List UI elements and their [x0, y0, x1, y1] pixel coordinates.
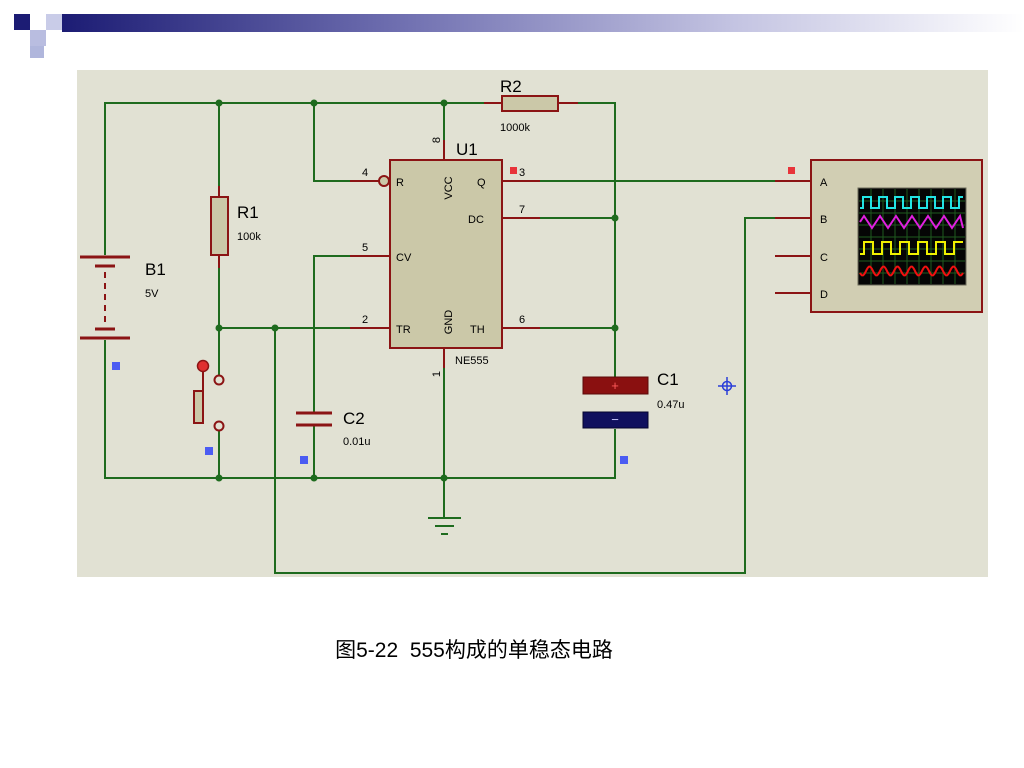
junction-dot [310, 99, 318, 107]
junction-dot [440, 99, 448, 107]
slide-decoration-square [46, 14, 62, 30]
wire-top-rail [104, 102, 484, 255]
pin-name: DC [468, 214, 484, 226]
resistor-value: 1000k [500, 122, 530, 134]
junction-dot [215, 99, 223, 107]
scope-trace-d [859, 265, 964, 277]
scope-trace-a [860, 196, 963, 209]
pin-name: GND [443, 310, 455, 335]
resistor-ref: R1 [237, 203, 259, 222]
ic-ref: U1 [456, 140, 478, 159]
capacitor-c1: + − C1 0.47u [582, 370, 685, 464]
schematic-background [77, 70, 988, 577]
slide-decoration-square [14, 14, 30, 30]
resistor-r1: R1 100k [210, 186, 261, 268]
junction-dot [611, 324, 619, 332]
crosshair-lines [718, 377, 736, 395]
junction-dot [215, 474, 223, 482]
ground-bar [428, 517, 461, 535]
switch-contact [213, 374, 225, 386]
slide-decoration-square [30, 30, 46, 46]
scope-channel-label: C [820, 252, 828, 264]
pin-number: 1 [431, 371, 443, 377]
circuit-schematic: B1 5V R1 100k R2 1000k C2 0.01u U [77, 70, 988, 577]
logic-state-marker [510, 167, 517, 174]
pin-marker [620, 456, 628, 464]
scope-channel-label: D [820, 289, 828, 301]
figure-caption: 图5-22 555构成的单稳态电路 [335, 639, 613, 662]
wires [104, 102, 775, 574]
junctions [215, 99, 619, 482]
ic-pin-lead [350, 140, 540, 368]
capacitor-value: 0.47u [657, 399, 685, 411]
ground-symbol [428, 517, 461, 535]
battery-b1: B1 5V [80, 255, 166, 370]
pin-number: 7 [519, 204, 525, 216]
pin-name: TR [396, 324, 411, 336]
capacitor-plus-mark: + [611, 378, 619, 393]
pin-name: VCC [443, 176, 455, 199]
capacitor-c2: C2 0.01u [296, 409, 371, 464]
switch-actuator-dot [196, 359, 210, 373]
resistor-body [501, 95, 559, 112]
ic-body [389, 159, 503, 349]
battery-value: 5V [145, 288, 159, 300]
junction-dot [440, 474, 448, 482]
wire-trigger-to-scope-b [274, 217, 775, 574]
resistor-ref: R2 [500, 77, 522, 96]
scope-trace-c [860, 241, 963, 255]
pin-number: 6 [519, 314, 525, 326]
slide-decoration-square [30, 46, 44, 58]
pin-name: TH [470, 324, 485, 336]
wire-ground-rail [104, 340, 616, 479]
resistor-body [210, 196, 229, 256]
ic-u1-ne555: U1 NE555 8 VCC GND 1 4 R 5 CV 2 TR 3 Q 7… [350, 137, 540, 377]
ic-part-number: NE555 [455, 355, 489, 367]
push-button-switch [193, 359, 225, 455]
pin-number: 8 [431, 137, 443, 143]
pin-number: 5 [362, 242, 368, 254]
scope-channel-label: B [820, 214, 827, 226]
capacitor-ref: C2 [343, 409, 365, 428]
capacitor-negative-plate [582, 411, 649, 429]
scope-trace-b [859, 213, 964, 230]
crosshair-icon [718, 377, 736, 395]
pin-number: 3 [519, 167, 525, 179]
pin-name: R [396, 177, 404, 189]
scope-channel-label: A [820, 177, 828, 189]
resistor-value: 100k [237, 231, 261, 243]
wire-r2-to-c1 [578, 102, 616, 377]
scope-input-lead [775, 180, 811, 294]
battery-ref: B1 [145, 260, 166, 279]
pin-name: CV [396, 252, 412, 264]
slide-header-bar [62, 14, 1024, 32]
resistor-r2: R2 1000k [484, 77, 578, 134]
switch-contact [213, 420, 225, 432]
junction-dot [271, 324, 279, 332]
junction-dot [310, 474, 318, 482]
junction-dot [215, 324, 223, 332]
pin-marker [205, 447, 213, 455]
capacitor-ref: C1 [657, 370, 679, 389]
capacitor-value: 0.01u [343, 436, 371, 448]
reset-inversion-bubble [378, 175, 390, 187]
junction-dot [611, 214, 619, 222]
oscilloscope: A B C D [775, 159, 983, 313]
logic-state-marker [788, 167, 795, 174]
pin-marker [300, 456, 308, 464]
pin-marker [112, 362, 120, 370]
switch-plunger [193, 390, 204, 424]
pin-number: 2 [362, 314, 368, 326]
capacitor-minus-mark: − [611, 412, 619, 427]
capacitor-positive-plate [582, 376, 649, 395]
pin-name: Q [477, 177, 486, 189]
wire-reset [313, 103, 350, 182]
wire-control [313, 255, 350, 412]
pin-number: 4 [362, 167, 368, 179]
